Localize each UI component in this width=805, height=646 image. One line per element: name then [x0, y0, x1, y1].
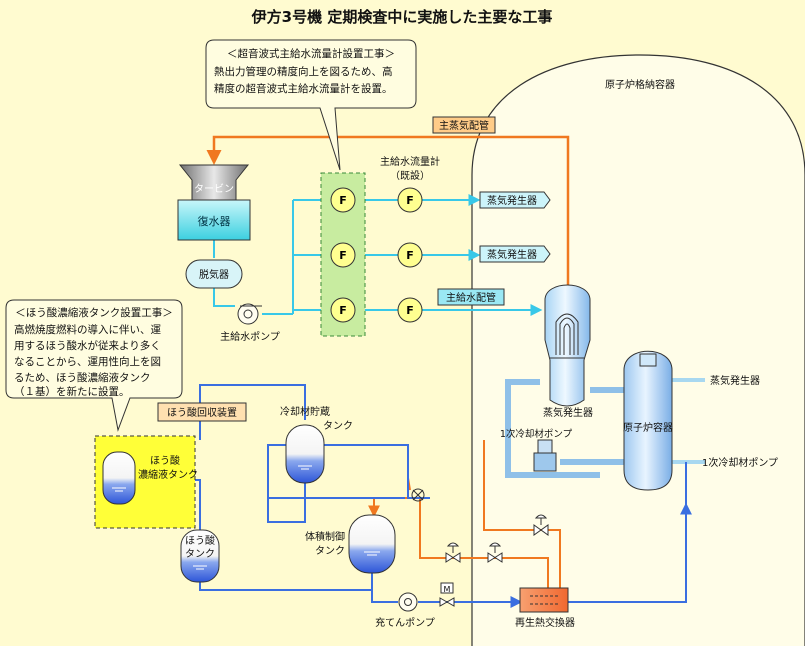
reactor-vessel [623, 350, 673, 491]
reactor-vessel-label: 原子炉容器 [623, 421, 673, 434]
feedwater-pipe-label: 主給水配管 [446, 291, 496, 304]
boric-conc-label: 濃縮液タンク [138, 468, 198, 481]
deaerator-label: 脱気器 [199, 268, 229, 281]
existing-flowmeters: F F F [397, 187, 423, 323]
callout-flowmeter-line: 熱出力管理の精度向上を図るため、高 [214, 65, 393, 78]
callout-boric-line: るため、ほう酸濃縮液タンク [14, 371, 151, 384]
charging-pump-label: 充てんポンプ [375, 616, 435, 629]
coolant-storage-label: タンク [323, 420, 353, 432]
containment-label: 原子炉格納容器 [605, 78, 675, 91]
coolant-storage-tank [285, 424, 325, 484]
existing-flowmeter-label: （既設） [390, 169, 430, 182]
sg-tag-label: 蒸気発生器 [487, 194, 537, 207]
main-steam-pipe-label: 主蒸気配管 [439, 119, 489, 132]
primary-loop [505, 379, 630, 478]
sg-center-label: 蒸気発生器 [543, 406, 593, 419]
boric-recovery-label: ほう酸回収装置 [167, 406, 237, 419]
coolant-storage-label: 冷却材貯蔵 [280, 405, 330, 418]
condenser [177, 199, 251, 241]
callout-boric-line: 高燃焼度燃料の導入に伴い、運 [14, 323, 161, 336]
callout-boric [5, 299, 183, 432]
page-title: 伊方3号機 定期検査中に実施した主要な工事 [251, 8, 553, 26]
primary-pump-right-label: 1次冷却材ポンプ [702, 456, 778, 469]
boric-tank-label: タンク [185, 548, 215, 560]
volume-control-tank [348, 514, 396, 574]
charging-pump [398, 592, 418, 612]
steam-generator [544, 284, 591, 407]
flowmeter-symbol: F [339, 249, 347, 262]
deaerator [185, 259, 243, 289]
new-flowmeters: F F F [330, 187, 356, 323]
boric-acid-tank [180, 529, 220, 583]
condenser-label: 復水器 [198, 215, 231, 228]
main-steam-pipe [206, 135, 570, 285]
flowmeter-symbol: F [339, 194, 347, 207]
boric-tank-label: ほう酸 [185, 534, 215, 547]
callout-boric-line: 用するほう酸水が従来より多く [14, 339, 161, 352]
feedwater-pump-label: 主給水ポンプ [220, 330, 280, 343]
existing-flowmeter-label: 主給水流量計 [380, 155, 440, 168]
primary-coolant-pump [533, 439, 557, 472]
motor-valve [439, 582, 455, 607]
regen-heat-exchanger [519, 587, 569, 613]
primary-pump-left-label: 1次冷却材ポンプ [500, 428, 573, 440]
boric-conc-tank [102, 451, 136, 505]
sg-right-label: 蒸気発生器 [710, 374, 760, 387]
motor-label: M [444, 585, 451, 594]
sg-tag-label: 蒸気発生器 [487, 248, 537, 261]
flowmeter-symbol: F [406, 194, 414, 207]
boric-conc-label: ほう酸 [150, 454, 180, 467]
callout-flowmeter-line: 精度の超音波式主給水流量計を設置。 [214, 82, 393, 95]
regen-hx-label: 再生熱交換器 [515, 616, 575, 629]
vct-label: タンク [315, 545, 345, 557]
turbine-label: タービン [194, 183, 234, 195]
vct-label: 体積制御 [305, 530, 345, 543]
flowmeter-symbol: F [406, 304, 414, 317]
callout-flowmeter-heading: ＜超音波式主給水流量計設置工事＞ [227, 47, 395, 60]
flowmeter-symbol: F [339, 304, 347, 317]
callout-boric-line: （１基）を新たに設置。 [14, 385, 130, 398]
flowmeter-symbol: F [406, 249, 414, 262]
letdown-valves [411, 488, 549, 563]
callout-boric-line: なることから、運用性向上を図 [14, 355, 161, 368]
callout-boric-heading: ＜ほう酸濃縮液タンク設置工事＞ [15, 306, 173, 319]
feedwater-pump [237, 303, 262, 325]
callout-flowmeter [205, 39, 417, 171]
